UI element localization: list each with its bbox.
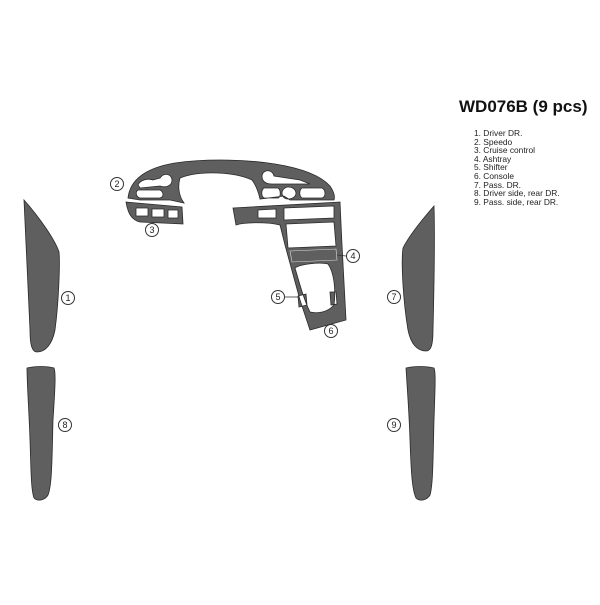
callout-7: 7 [387, 290, 401, 304]
callout-4: 4 [346, 249, 360, 263]
kit-title: WD076B (9 pcs) [459, 97, 588, 116]
callout-1: 1 [61, 291, 75, 305]
piece-6-console [232, 201, 347, 331]
legend-item: 7. Pass. DR. [474, 179, 522, 190]
legend-item: 2. Speedo [474, 136, 513, 147]
legend-item: 8. Driver side, rear DR. [474, 188, 560, 199]
piece-2-speedo [127, 159, 335, 204]
legend-item: 4. Ashtray [474, 153, 512, 164]
piece-8-driver-rear-door [26, 366, 56, 501]
callout-2: 2 [110, 177, 124, 191]
piece-3-cruise-control [125, 201, 184, 225]
callout-5: 5 [271, 290, 285, 304]
legend-item: 3. Cruise control [474, 145, 535, 156]
callout-6: 6 [324, 324, 338, 338]
legend-item: 5. Shifter [474, 162, 508, 173]
legend-item: 6. Console [474, 170, 515, 181]
piece-4-ashtray [289, 248, 338, 263]
legend-item: 1. Driver DR. [474, 128, 523, 138]
legend-item: 9. Pass. side, rear DR. [474, 196, 559, 207]
piece-7-pass-door [401, 204, 435, 352]
parts-legend: 1. Driver DR. 2. Speedo 3. Cruise contro… [474, 129, 560, 206]
piece-1-driver-door [23, 198, 60, 353]
callout-8: 8 [58, 418, 72, 432]
callout-3: 3 [145, 223, 159, 237]
callout-9: 9 [387, 418, 401, 432]
piece-9-pass-rear-door [405, 366, 436, 501]
